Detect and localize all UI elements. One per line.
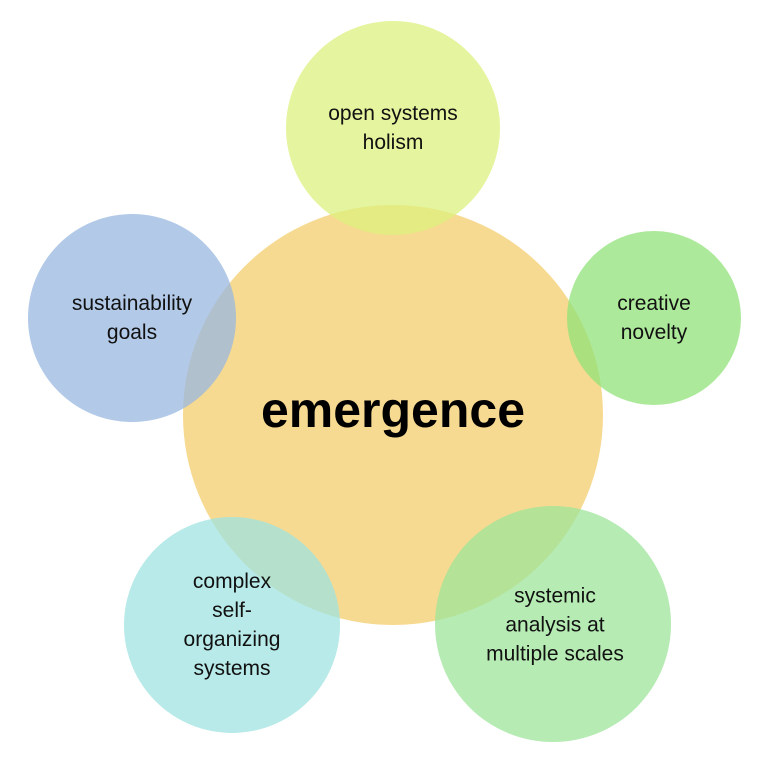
center-label: emergence	[260, 382, 526, 438]
label-line: organizing	[183, 628, 281, 651]
circle-bottom-right	[435, 506, 671, 742]
label-right: creative novelty	[617, 289, 691, 347]
label-bottom-left: complex self- organizing systems	[184, 567, 281, 683]
label-line: sustainability	[71, 292, 193, 315]
label-bottom-right: systemic analysis at multiple scales	[486, 582, 624, 669]
circle-left	[28, 214, 236, 422]
label-line: systems	[193, 657, 271, 680]
label-line: goals	[106, 321, 158, 344]
label-line: self-	[212, 599, 252, 622]
label-line: multiple scales	[486, 642, 624, 666]
circle-bottom-left	[124, 517, 340, 733]
circle-right	[567, 231, 741, 405]
label-top: open systems holism	[328, 99, 458, 157]
label-line: novelty	[620, 321, 688, 344]
label-line: complex	[192, 570, 272, 593]
circle-top	[286, 21, 500, 235]
label-line: open systems	[328, 102, 458, 125]
label-left: sustainability goals	[72, 289, 192, 347]
label-line: holism	[362, 131, 424, 154]
label-line: systemic	[514, 584, 596, 608]
label-line: creative	[617, 292, 691, 315]
label-line: analysis at	[505, 613, 605, 637]
